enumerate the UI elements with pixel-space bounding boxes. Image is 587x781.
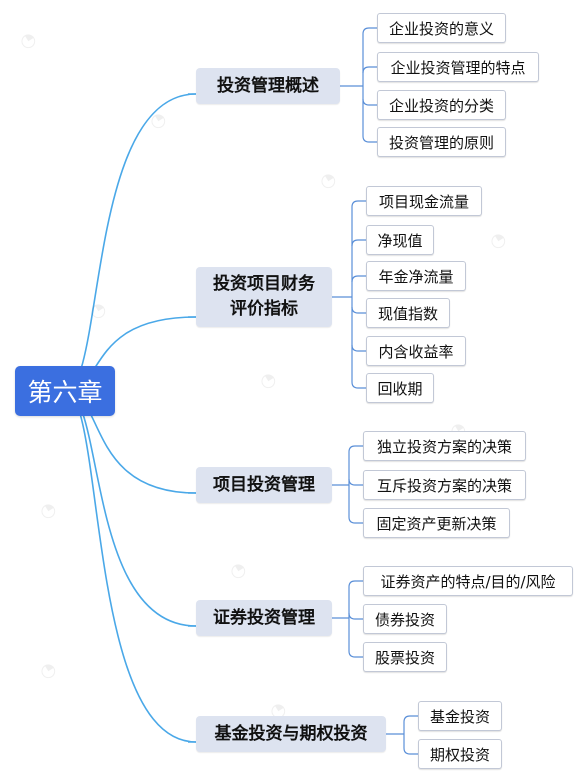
leaf-node[interactable]: 项目现金流量 [366,186,482,216]
topic-label: 投资项目财务 评价指标 [213,274,315,319]
leaf-label: 股票投资 [374,648,435,667]
leaf-node[interactable]: 基金投资 [418,701,502,731]
leaf-label: 企业投资的意义 [388,19,494,38]
topic-label: 项目投资管理 [213,474,315,495]
leaf-node[interactable]: 企业投资管理的特点 [377,52,539,82]
leaf-node[interactable]: 证券资产的特点/目的/风险 [363,566,573,596]
root-topic-connector [64,93,197,392]
leaf-label: 固定资产更新决策 [376,514,497,533]
leaf-node[interactable]: 股票投资 [363,642,447,672]
leaf-node[interactable]: 独立投资方案的决策 [363,431,526,461]
leaf-connector [351,239,366,247]
leaf-connector [348,612,363,620]
leaf-label: 年金净流量 [378,267,454,286]
leaf-label: 企业投资的分类 [388,96,494,115]
leaf-label: 互斥投资方案的决策 [376,476,512,495]
leaf-node[interactable]: 固定资产更新决策 [363,508,510,538]
leaf-connector [403,715,418,723]
leaf-connector [362,135,377,143]
topic-securities-investment-management[interactable]: 证券投资管理 [196,600,332,636]
topic-financial-evaluation-indicators[interactable]: 投资项目财务 评价指标 [196,267,332,327]
leaf-label: 证券资产的特点/目的/风险 [380,572,556,591]
leaf-node[interactable]: 投资管理的原则 [377,127,506,157]
topic-fund-and-option-investment[interactable]: 基金投资与期权投资 [196,716,386,752]
leaf-node[interactable]: 回收期 [366,373,434,403]
leaf-node[interactable]: 互斥投资方案的决策 [363,470,526,500]
leaf-label: 期权投资 [429,745,490,764]
leaf-node[interactable]: 净现值 [366,225,434,255]
leaf-connector [348,580,363,588]
leaf-label: 现值指数 [377,304,438,323]
topic-investment-overview[interactable]: 投资管理概述 [196,68,340,104]
leaf-node[interactable]: 债券投资 [363,604,447,634]
leaf-label: 投资管理的原则 [388,133,494,152]
leaf-label: 独立投资方案的决策 [376,437,512,456]
leaf-connector [348,516,363,524]
leaf-node[interactable]: 现值指数 [366,298,450,328]
root-label: 第六章 [27,378,103,407]
leaf-connector [351,306,366,314]
leaf-node[interactable]: 企业投资的分类 [377,90,506,120]
topic-label: 基金投资与期权投资 [214,723,368,744]
root-topic-connector [64,390,197,627]
leaf-label: 项目现金流量 [378,192,469,211]
leaf-label: 回收期 [377,379,423,398]
leaf-node[interactable]: 企业投资的意义 [377,13,506,43]
leaf-connector [351,344,366,352]
leaf-connector [362,98,377,106]
leaf-node[interactable]: 期权投资 [418,739,502,769]
leaf-connector [348,478,363,486]
leaf-connector [351,200,366,208]
leaf-label: 内含收益率 [378,342,454,361]
leaf-label: 企业投资管理的特点 [390,58,526,77]
root-topic-connector [64,390,197,743]
leaf-connector [348,445,363,453]
topic-label: 投资管理概述 [217,75,319,96]
root-node[interactable]: 第六章 [15,366,115,416]
main-connectors [64,93,386,743]
leaf-connector [403,747,418,755]
topic-project-investment-management[interactable]: 项目投资管理 [196,467,332,503]
leaf-label: 净现值 [377,231,423,250]
leaf-connectors [332,27,418,755]
leaf-label: 基金投资 [429,707,490,726]
leaf-connector [348,650,363,658]
leaf-node[interactable]: 年金净流量 [366,261,466,291]
leaf-connector [362,66,377,74]
leaf-connector [351,275,366,283]
leaf-connector [351,381,366,389]
leaf-label: 债券投资 [374,610,435,629]
topic-label: 证券投资管理 [213,607,315,628]
leaf-node[interactable]: 内含收益率 [366,336,466,366]
leaf-connector [362,27,377,35]
